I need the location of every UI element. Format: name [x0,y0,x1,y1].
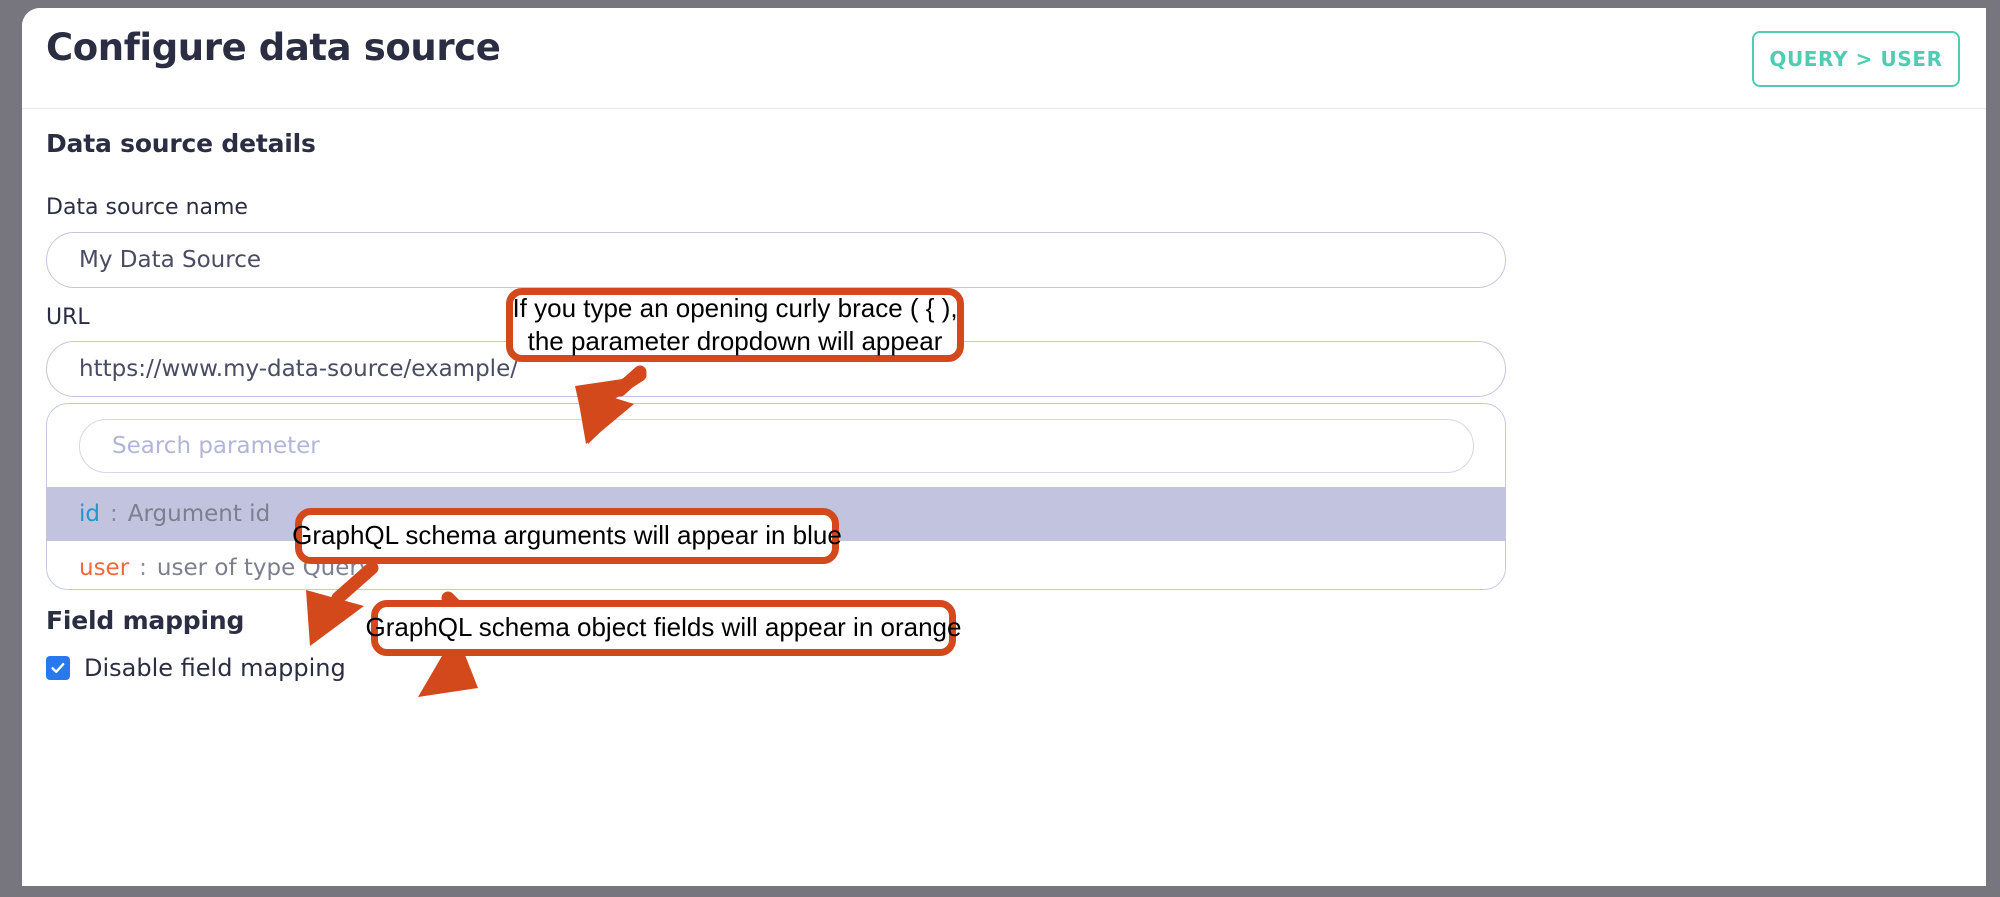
search-parameter-input[interactable]: Search parameter [79,419,1474,473]
param-option-user-description: user of type Query [156,555,373,581]
page-title: Configure data source [46,26,501,69]
field-mapping-heading: Field mapping [46,606,245,635]
checkmark-icon [51,663,65,673]
url-input[interactable]: https://www.my-data-source/example/ [46,341,1506,397]
param-option-id[interactable]: id : Argument id [47,487,1505,541]
data-source-details-heading: Data source details [46,129,316,158]
url-label: URL [46,305,90,330]
disable-field-mapping-row[interactable]: Disable field mapping [46,654,346,682]
query-user-button[interactable]: QUERY > USER [1752,31,1960,87]
param-option-user-key: user [79,555,130,581]
app-surface: Configure data source QUERY > USER Data … [22,8,1986,886]
data-source-name-label: Data source name [46,195,248,220]
param-option-id-key: id [79,501,100,527]
page-header: Configure data source QUERY > USER [22,8,1986,109]
param-option-id-separator: : [110,501,118,527]
disable-field-mapping-label: Disable field mapping [84,654,346,682]
param-option-user[interactable]: user : user of type Query [47,541,1505,589]
data-source-name-input[interactable]: My Data Source [46,232,1506,288]
page-body: Data source details Data source name My … [22,109,1986,886]
param-option-user-separator: : [139,555,147,581]
disable-field-mapping-checkbox[interactable] [46,656,70,680]
parameter-dropdown-panel: Search parameter id : Argument id user :… [46,403,1506,590]
param-option-id-description: Argument id [127,501,271,527]
